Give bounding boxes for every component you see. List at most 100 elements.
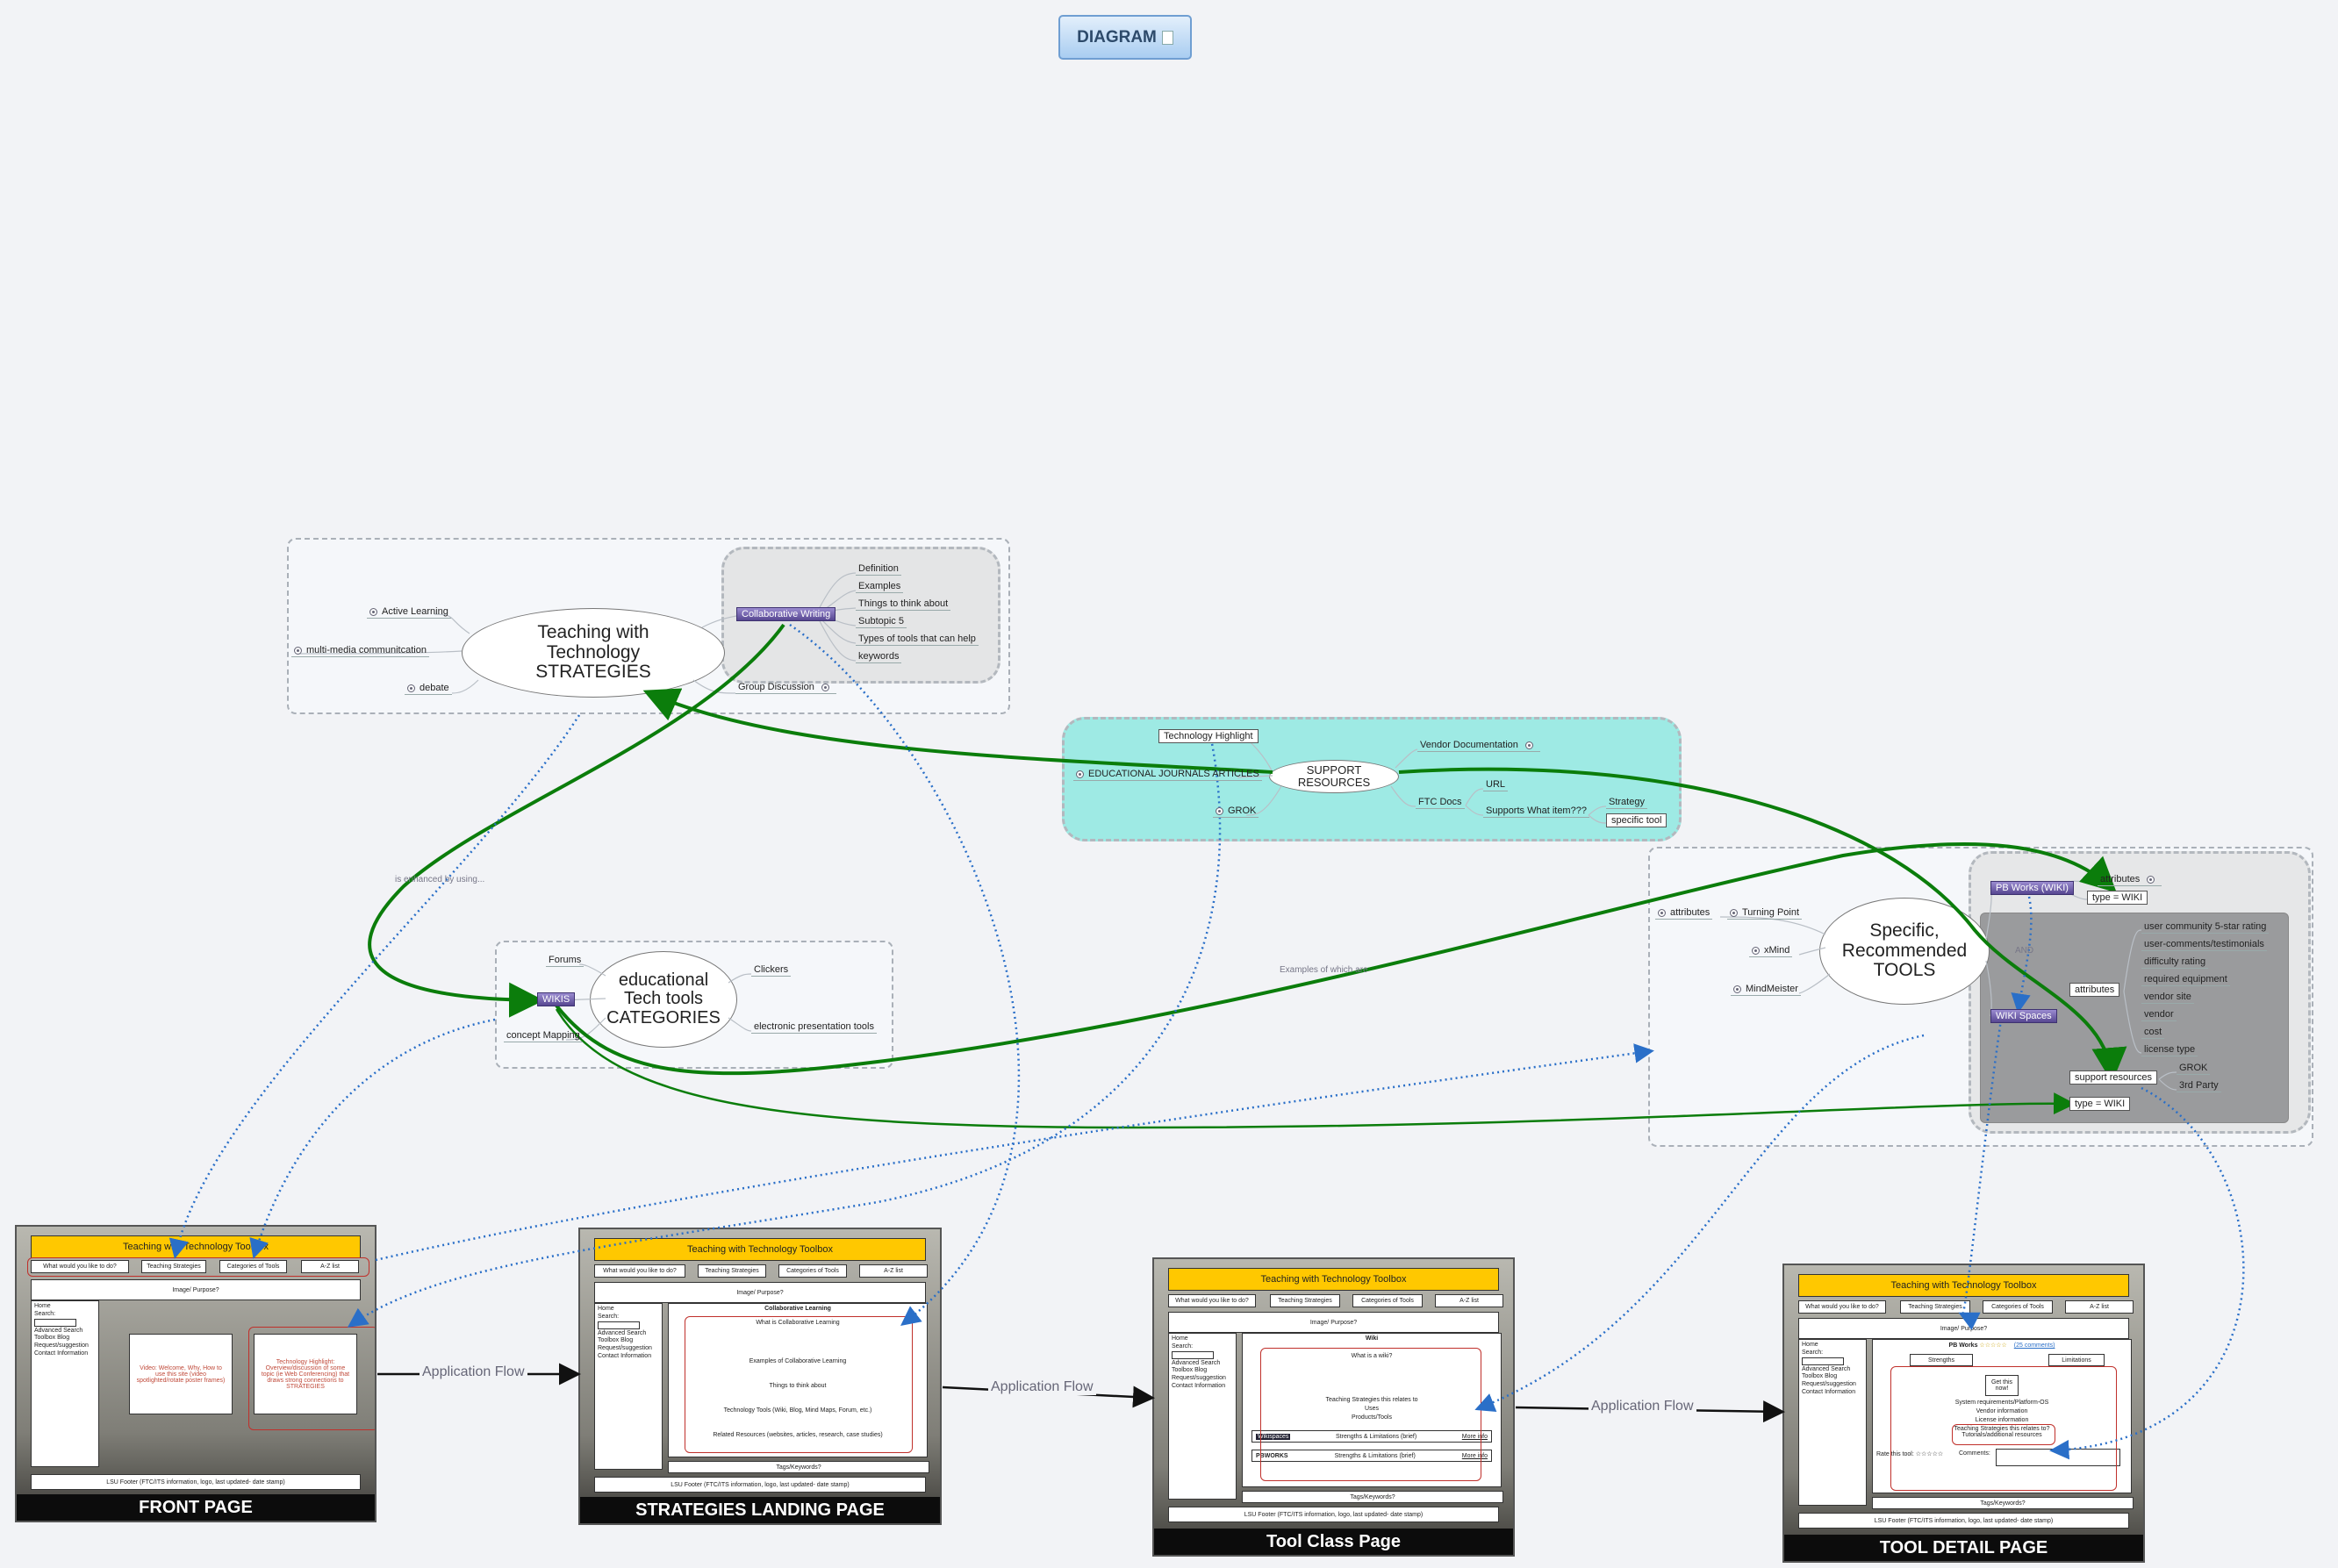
wikis-node[interactable]: WIKIS (537, 992, 576, 1006)
collab-item-types[interactable]: Types of tools that can help (856, 634, 979, 646)
side-home[interactable]: Home (1172, 1335, 1188, 1342)
diagram-title[interactable]: DIAGRAM (1058, 15, 1192, 60)
side-contact[interactable]: Contact Information (598, 1352, 652, 1359)
rating-stars[interactable]: ☆☆☆☆☆ (1979, 1342, 2007, 1349)
nav-what[interactable]: What would you like to do? (1798, 1300, 1886, 1314)
side-home[interactable]: Home (1802, 1342, 1818, 1348)
side-search[interactable]: Search: (34, 1311, 96, 1328)
type-wiki-top-node[interactable]: type = WIKI (2087, 891, 2148, 905)
collab-item-examples[interactable]: Examples (856, 581, 904, 593)
tool-detail-mockup[interactable]: Teaching with Technology Toolbox What wo… (1782, 1264, 2145, 1563)
nav-categories[interactable]: Categories of Tools (1983, 1300, 2053, 1314)
side-blog[interactable]: Toolbox Blog (34, 1335, 70, 1342)
technology-highlight-node[interactable]: Technology Highlight (1158, 729, 1259, 743)
tool-class-mockup[interactable]: Teaching with Technology Toolbox What wo… (1152, 1257, 1515, 1557)
side-request[interactable]: Request/suggestion (598, 1345, 652, 1352)
wikispaces-node[interactable]: WIKI Spaces (1990, 1009, 2057, 1023)
group-discussion-node[interactable]: Group Discussion (735, 682, 836, 694)
side-contact[interactable]: Contact Information (1172, 1382, 1226, 1389)
supports-what-node[interactable]: Supports What item??? (1483, 805, 1589, 818)
side-request[interactable]: Request/suggestion (34, 1342, 89, 1350)
side-request[interactable]: Request/suggestion (1172, 1375, 1226, 1382)
grok-support-node[interactable]: GROK (1213, 805, 1259, 818)
get-now-button[interactable]: Get this now! (1985, 1375, 2019, 1396)
side-search[interactable]: Search: (1802, 1350, 1863, 1366)
attr-difficulty[interactable]: difficulty rating (2141, 956, 2209, 969)
comments-link[interactable]: (25 comments) (2013, 1342, 2055, 1349)
attr-license[interactable]: license type (2141, 1044, 2198, 1056)
more-info-link-2[interactable]: More info (1461, 1452, 1488, 1459)
vendor-documentation-node[interactable]: Vendor Documentation (1417, 740, 1540, 752)
nav-strategies[interactable]: Teaching Strategies (698, 1264, 766, 1278)
categories-node[interactable]: educational Tech tools CATEGORIES (590, 951, 737, 1048)
front-page-mockup[interactable]: Teaching with Technology Toolbox What wo… (15, 1225, 377, 1522)
nav-what[interactable]: What would you like to do? (594, 1264, 685, 1278)
concept-mapping-node[interactable]: concept Mapping (504, 1030, 583, 1042)
multimedia-node[interactable]: multi-media communitcation (291, 645, 429, 657)
attr-vendor-site[interactable]: vendor site (2141, 992, 2194, 1004)
nav-what[interactable]: What would you like to do? (1168, 1294, 1256, 1307)
turning-point-node[interactable]: Turning Point (1727, 907, 1803, 920)
side-contact[interactable]: Contact Information (1802, 1388, 1856, 1395)
strategies-node[interactable]: Teaching with Technology STRATEGIES (462, 608, 725, 698)
side-blog[interactable]: Toolbox Blog (1802, 1373, 1838, 1380)
side-blog[interactable]: Toolbox Blog (1172, 1367, 1208, 1374)
tools-node[interactable]: Specific, Recommended TOOLS (1819, 898, 1990, 1005)
rate-tool[interactable]: Rate this tool: ☆☆☆☆☆ (1876, 1451, 1944, 1457)
nav-strategies[interactable]: Teaching Strategies (1270, 1294, 1340, 1307)
forums-node[interactable]: Forums (546, 955, 584, 967)
more-info-link-1[interactable]: More info (1461, 1433, 1488, 1440)
attributes-node[interactable]: attributes (2069, 983, 2120, 997)
nav-az[interactable]: A-Z list (1435, 1294, 1503, 1307)
side-advanced[interactable]: Advanced Search (1802, 1365, 1851, 1372)
collaborative-writing-node[interactable]: Collaborative Writing (736, 607, 836, 621)
attr-equipment[interactable]: required equipment (2141, 974, 2230, 986)
side-blog[interactable]: Toolbox Blog (598, 1337, 634, 1344)
attr-rating[interactable]: user community 5-star rating (2141, 921, 2270, 934)
side-advanced[interactable]: Advanced Search (598, 1329, 647, 1336)
tools-attributes-node[interactable]: attributes (1655, 907, 1713, 920)
side-home[interactable]: Home (598, 1306, 614, 1312)
nav-categories[interactable]: Categories of Tools (219, 1260, 287, 1273)
active-learning-node[interactable]: Active Learning (367, 606, 451, 619)
nav-az[interactable]: A-Z list (859, 1264, 928, 1278)
clickers-node[interactable]: Clickers (751, 964, 792, 977)
side-advanced[interactable]: Advanced Search (34, 1327, 83, 1334)
side-request[interactable]: Request/suggestion (1802, 1381, 1856, 1388)
type-wiki-bottom-node[interactable]: type = WIKI (2069, 1097, 2131, 1111)
attr-comments[interactable]: user-comments/testimonials (2141, 939, 2267, 951)
third-party-node[interactable]: 3rd Party (2177, 1080, 2221, 1092)
nav-strategies[interactable]: Teaching Strategies (1900, 1300, 1970, 1314)
nav-az[interactable]: A-Z list (301, 1260, 359, 1273)
side-home[interactable]: Home (34, 1303, 51, 1309)
strategies-page-mockup[interactable]: Teaching with Technology Toolbox What wo… (578, 1228, 942, 1525)
collab-item-subtopic[interactable]: Subtopic 5 (856, 616, 907, 628)
side-search[interactable]: Search: (1172, 1343, 1233, 1360)
pbworks-node[interactable]: PB Works (WIKI) (1990, 881, 2074, 895)
nav-strategies[interactable]: Teaching Strategies (141, 1260, 206, 1273)
attr-cost[interactable]: cost (2141, 1027, 2165, 1039)
side-contact[interactable]: Contact Information (34, 1350, 89, 1357)
electronic-presentation-node[interactable]: electronic presentation tools (751, 1021, 877, 1034)
debate-node[interactable]: debate (405, 683, 452, 695)
side-search[interactable]: Search: (598, 1314, 659, 1330)
nav-az[interactable]: A-Z list (2065, 1300, 2134, 1314)
collab-item-definition[interactable]: Definition (856, 563, 901, 576)
attr-vendor[interactable]: vendor (2141, 1009, 2177, 1021)
attributes-top-node[interactable]: attributes (2098, 874, 2162, 886)
nav-categories[interactable]: Categories of Tools (1352, 1294, 1423, 1307)
ftc-docs-node[interactable]: FTC Docs (1416, 797, 1465, 809)
support-resources-tool-node[interactable]: support resources (2069, 1070, 2158, 1085)
strategy-node[interactable]: Strategy (1606, 797, 1647, 809)
specific-tool-node[interactable]: specific tool (1606, 813, 1667, 827)
nav-categories[interactable]: Categories of Tools (778, 1264, 847, 1278)
xmind-node[interactable]: xMind (1749, 945, 1793, 957)
collab-item-keywords[interactable]: keywords (856, 651, 902, 663)
nav-what[interactable]: What would you like to do? (31, 1260, 129, 1273)
educational-journals-node[interactable]: EDUCATIONAL JOURNALS ARTICLES (1073, 769, 1262, 781)
url-node[interactable]: URL (1483, 779, 1509, 791)
side-advanced[interactable]: Advanced Search (1172, 1359, 1221, 1366)
grok-tool-node[interactable]: GROK (2177, 1063, 2211, 1075)
support-resources-node[interactable]: SUPPORT RESOURCES (1269, 760, 1399, 793)
collab-item-things[interactable]: Things to think about (856, 598, 951, 611)
